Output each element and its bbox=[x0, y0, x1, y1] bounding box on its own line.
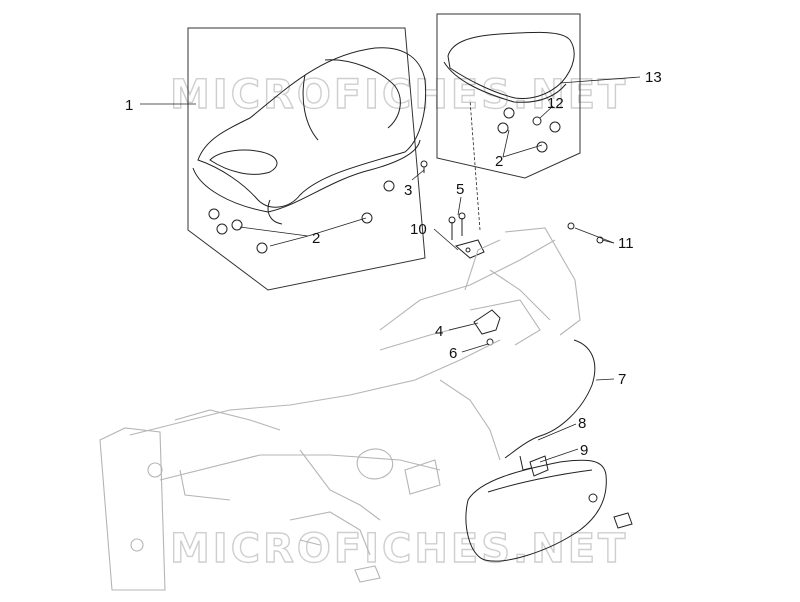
callout-7: 7 bbox=[618, 371, 626, 388]
seat-rubber-buffer bbox=[208, 180, 395, 254]
callout-9: 9 bbox=[580, 442, 588, 459]
callout-13: 13 bbox=[645, 69, 662, 86]
callout-2-right: 2 bbox=[495, 153, 503, 170]
side-cover bbox=[465, 459, 633, 562]
callout-5: 5 bbox=[456, 181, 464, 198]
rider-seat bbox=[192, 47, 427, 225]
leader-lines bbox=[140, 76, 641, 463]
callout-3: 3 bbox=[404, 182, 412, 199]
seat-lock-bracket bbox=[473, 309, 501, 335]
cable-clip bbox=[519, 455, 532, 471]
callout-6: 6 bbox=[449, 345, 457, 362]
callout-1: 1 bbox=[125, 97, 133, 114]
seat-lock-plate bbox=[454, 239, 485, 259]
callout-12: 12 bbox=[547, 95, 564, 112]
passenger-seat-buffer bbox=[497, 107, 561, 153]
seat-release-cable bbox=[504, 339, 596, 459]
callout-4: 4 bbox=[435, 323, 443, 340]
callout-2-left: 2 bbox=[312, 230, 320, 247]
lock-clip bbox=[529, 455, 549, 477]
passenger-seat-group-box bbox=[436, 13, 581, 179]
callout-labels: 1 2 3 2 12 13 5 10 11 4 6 7 8 9 bbox=[125, 69, 662, 459]
rear-screws bbox=[567, 222, 604, 244]
watermark-bottom: MICROFICHES.NET bbox=[170, 526, 628, 572]
callout-11: 11 bbox=[618, 235, 634, 252]
watermark-top: MICROFICHES.NET bbox=[170, 72, 628, 118]
passenger-seat bbox=[443, 31, 575, 103]
callout-8: 8 bbox=[578, 415, 586, 432]
seat-screw bbox=[420, 160, 428, 173]
callout-10: 10 bbox=[410, 221, 427, 238]
seat-group-box bbox=[187, 27, 426, 291]
seat-lock-screws bbox=[448, 212, 466, 240]
